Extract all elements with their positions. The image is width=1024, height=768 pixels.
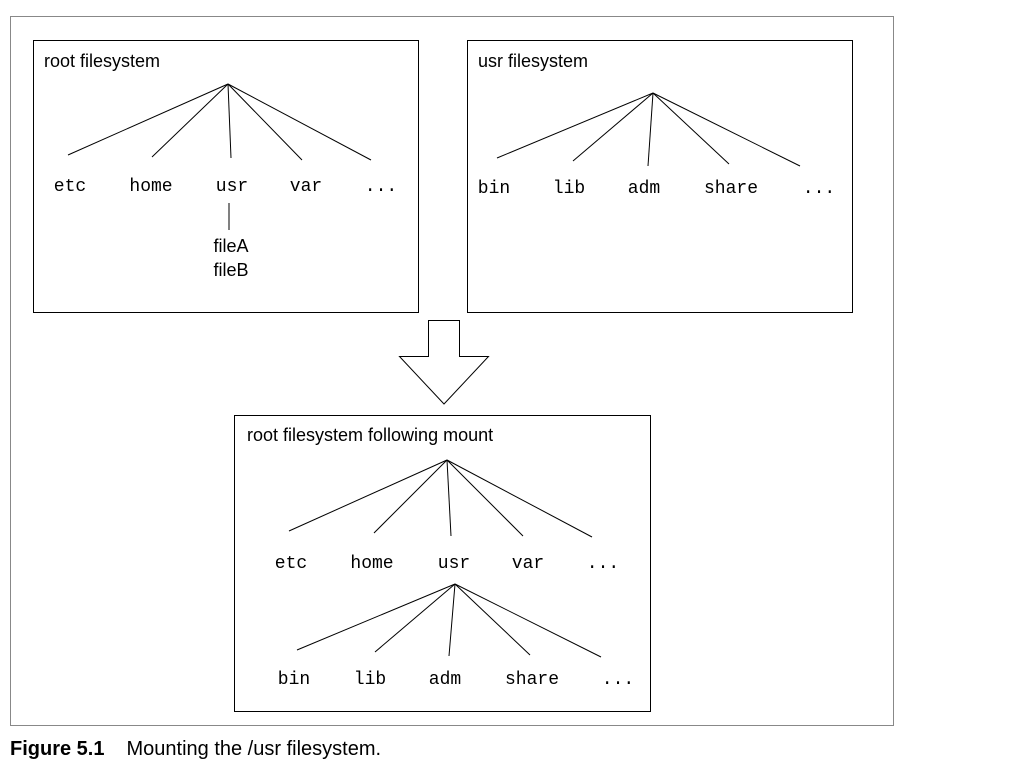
dir-adm: adm <box>429 670 461 690</box>
branch-bin <box>296 583 456 651</box>
branch-bin <box>496 92 654 159</box>
file-a: fileA <box>213 236 248 256</box>
dir-usr: usr <box>438 554 470 574</box>
branch-adm <box>448 583 456 657</box>
branch-etc <box>67 83 229 156</box>
figure-frame <box>10 16 894 726</box>
branch-home <box>151 83 229 158</box>
dir-adm: adm <box>628 179 660 199</box>
usr-filesystem-box: usr filesystem bin lib adm share ... <box>467 40 853 313</box>
dir-home: home <box>129 177 172 197</box>
mounted-filesystem-title: root filesystem following mount <box>247 425 493 445</box>
dir-var: var <box>290 177 322 197</box>
dir-home: home <box>350 554 393 574</box>
branch-more <box>652 92 801 167</box>
branch-var <box>227 83 303 161</box>
branch-more-usr <box>454 583 602 658</box>
dir-bin: bin <box>278 670 310 690</box>
branch-home <box>373 459 448 534</box>
branch-share <box>454 583 531 656</box>
mounted-tree-branches <box>288 459 602 658</box>
dir-share: share <box>505 670 559 690</box>
mount-arrow-icon <box>398 320 490 405</box>
dir-usr: usr <box>216 177 248 197</box>
branch-lib <box>374 583 456 653</box>
usr-filesystem-frame <box>467 40 853 313</box>
dir-lib: lib <box>553 179 585 199</box>
branch-lib <box>572 92 654 162</box>
dir-lib: lib <box>354 670 386 690</box>
dir-etc: etc <box>54 177 86 197</box>
figure-caption-text: Mounting the /usr filesystem. <box>126 738 382 760</box>
branch-var <box>446 459 524 537</box>
dir-more-usr: ... <box>602 670 634 690</box>
usr-tree-branches <box>496 92 801 167</box>
mounted-filesystem-frame <box>234 415 651 712</box>
branch-usr <box>227 83 232 159</box>
branch-adm <box>647 92 654 167</box>
root-filesystem-box: root filesystem etc home usr var ... fil… <box>33 40 419 313</box>
figure-number: Figure 5.1 <box>10 738 105 760</box>
branch-etc <box>288 459 448 532</box>
root-filesystem-title: root filesystem <box>44 51 160 71</box>
root-filesystem-frame <box>33 40 419 313</box>
branch-more <box>227 83 372 161</box>
dir-etc: etc <box>275 554 307 574</box>
figure-caption: Figure 5.1 Mounting the /usr filesystem. <box>10 738 381 761</box>
branch-more <box>446 459 593 538</box>
dir-share: share <box>704 179 758 199</box>
dir-var: var <box>512 554 544 574</box>
dir-more: ... <box>803 179 835 199</box>
dir-more: ... <box>587 554 619 574</box>
usr-filesystem-title: usr filesystem <box>478 51 588 71</box>
root-tree-branches <box>67 83 372 230</box>
mounted-filesystem-box: root filesystem following mount etc home… <box>234 415 651 712</box>
dir-bin: bin <box>478 179 510 199</box>
file-b: fileB <box>213 260 248 280</box>
dir-more: ... <box>365 177 397 197</box>
branch-share <box>652 92 730 165</box>
branch-usr <box>446 459 452 537</box>
